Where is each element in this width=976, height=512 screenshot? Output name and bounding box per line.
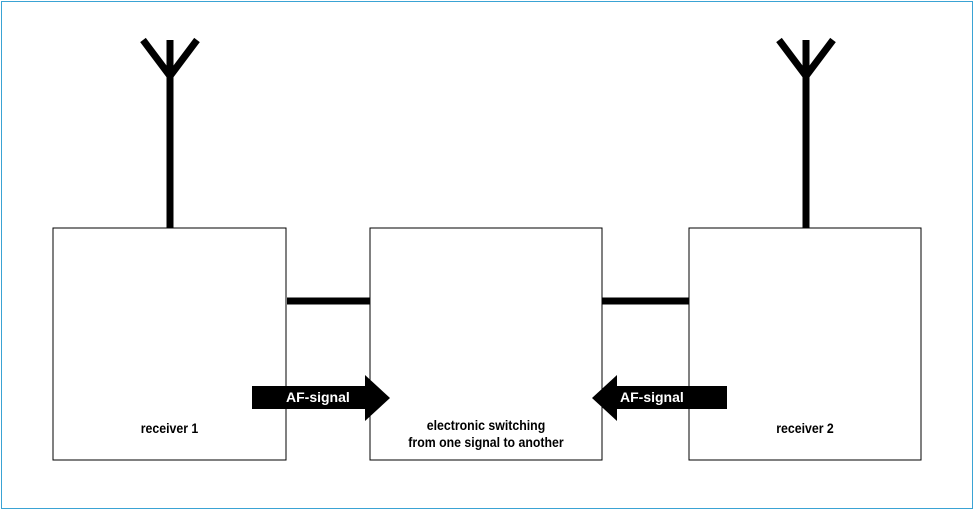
receiver-2-box [688,227,922,461]
antenna-icon [140,37,200,228]
receiver-1-box [52,227,287,461]
antenna-icon [776,37,836,228]
receiver-2-label: receiver 2 [776,420,834,436]
af-signal-label-right: AF-signal [620,389,684,405]
receiver-1-label: receiver 1 [140,420,199,436]
af-signal-arrow-left [252,375,390,421]
switch-label-line1: electronic switching [426,417,546,433]
af-signal-arrow-right [592,375,727,421]
switch-label-line2: from one signal to another [408,434,564,450]
switch-label: electronic switching from one signal to … [370,417,602,451]
af-signal-label-left: AF-signal [286,389,350,405]
switch-box [369,227,603,461]
